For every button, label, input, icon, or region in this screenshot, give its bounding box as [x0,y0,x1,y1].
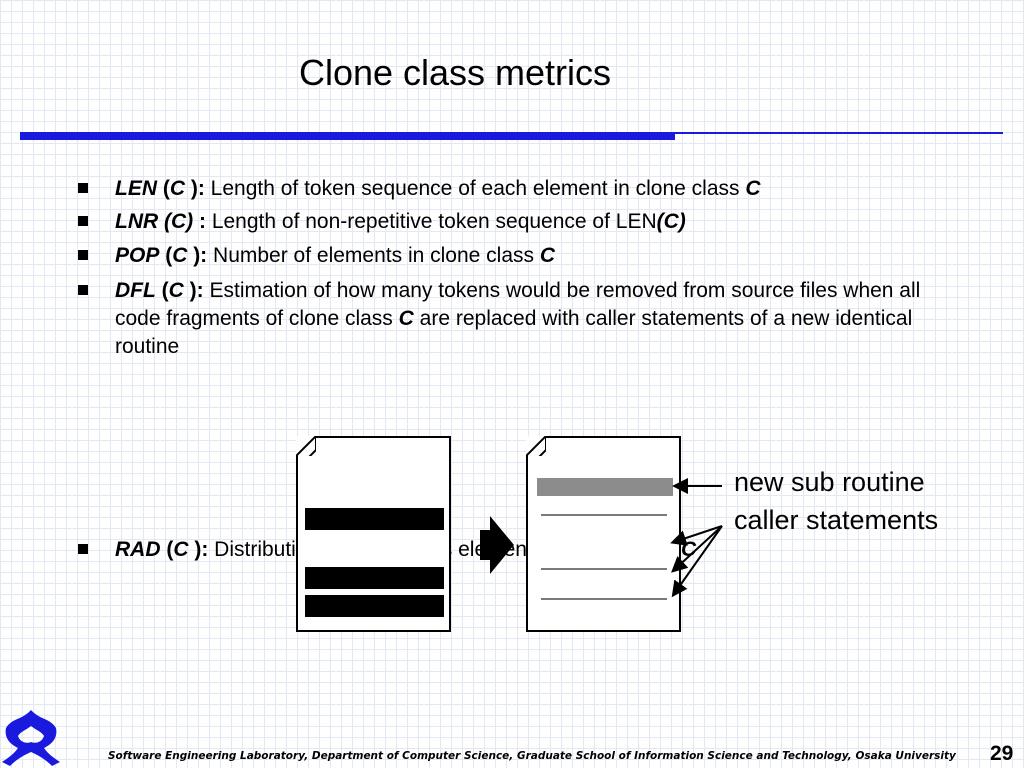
source-file-after [526,436,681,632]
osaka-university-logo-icon [2,710,60,766]
callout-new-sub-routine: new sub routine [734,467,925,497]
clone-fragment [305,508,444,530]
caller-statement-line [541,514,667,516]
bullet-lnr: LNR (C) : Length of non-repetitive token… [78,208,958,236]
caller-statement-line [541,598,667,600]
bullet-dfl: DFL (C ): Estimation of how many tokens … [78,277,958,361]
bullet-square-icon [78,285,88,295]
bullet-square-icon [78,250,88,260]
bullet-pop: POP (C ): Number of elements in clone cl… [78,242,958,270]
bullet-square-icon [78,183,88,193]
new-sub-routine-block [537,478,673,496]
bullet-len: LEN (C ): Length of token sequence of ea… [78,175,958,203]
callout-caller-statements: caller statements [734,505,939,535]
clone-fragment [305,595,444,617]
callout-arrows [670,478,723,598]
bullet-rad: RAD (C ): Distribution of clone class el… [78,536,958,564]
footer-text: Software Engineering Laboratory, Departm… [108,750,956,762]
title-rule-thin [675,132,1003,134]
page-fold-icon [296,436,316,456]
bullet-square-icon [78,544,88,554]
slide-title: Clone class metrics [298,52,612,93]
right-arrow-icon [480,516,514,574]
page-number: 29 [990,742,1014,765]
title-rule-thick [20,132,675,140]
bullet-square-icon [78,216,88,226]
caller-statement-line [541,568,667,570]
page-fold-icon [526,436,546,456]
source-file-before [296,436,451,632]
clone-fragment [305,567,444,589]
